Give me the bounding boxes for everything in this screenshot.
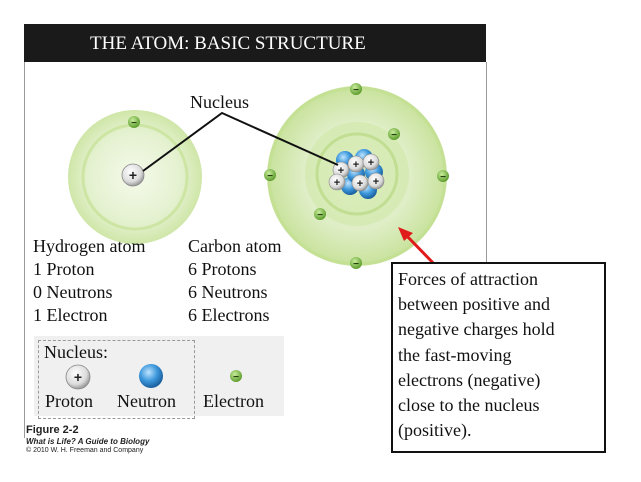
callout-text: Forces of attraction between positive an…: [398, 267, 555, 443]
svg-text:−: −: [353, 85, 359, 96]
figure-copyright: © 2010 W. H. Freeman and Company: [26, 447, 144, 454]
callout-line: between positive and: [398, 294, 550, 315]
carbon-electron: −: [350, 83, 362, 96]
svg-text:−: −: [353, 259, 359, 270]
carbon-inner-orbit: [315, 132, 399, 216]
legend-proton-icon: +: [65, 364, 91, 390]
figure-panel: [24, 62, 487, 438]
callout-line: close to the nucleus: [398, 395, 540, 416]
svg-text:+: +: [338, 165, 344, 177]
svg-text:+: +: [357, 178, 363, 190]
svg-text:+: +: [129, 167, 137, 183]
svg-text:−: −: [391, 130, 397, 141]
callout-line: Forces of attraction: [398, 269, 538, 289]
carbon-neutrons: 6 Neutrons: [188, 282, 268, 302]
carbon-electron: −: [264, 169, 276, 182]
legend-neutron-label: Neutron: [117, 391, 176, 411]
hydrogen-protons: 1 Proton: [33, 259, 95, 279]
hydrogen-atom: + −: [68, 110, 202, 244]
carbon-protons: 6 Protons: [188, 259, 257, 279]
hydrogen-neutrons: 0 Neutrons: [33, 282, 113, 302]
carbon-electron: −: [437, 170, 449, 183]
svg-text:+: +: [353, 159, 359, 171]
legend-proton-label: Proton: [45, 391, 94, 411]
hydrogen-proton: +: [121, 163, 145, 187]
callout-box: Forces of attraction between positive an…: [391, 262, 606, 453]
legend-neutron-icon: [139, 364, 163, 388]
carbon-nucleus: + + + + + +: [328, 149, 385, 199]
svg-text:+: +: [334, 177, 340, 189]
callout-line: (positive).: [398, 420, 472, 441]
svg-text:−: −: [131, 118, 137, 129]
legend-electron-icon: −: [230, 370, 242, 383]
callout-line: negative charges hold: [398, 319, 555, 340]
svg-text:−: −: [233, 372, 239, 383]
carbon-atom: + + + + + + − − − − − −: [264, 83, 449, 270]
svg-text:−: −: [267, 171, 273, 182]
carbon-electrons: 6 Electrons: [188, 305, 270, 325]
svg-text:+: +: [373, 176, 379, 188]
carbon-electron: −: [388, 128, 400, 141]
hydrogen-name: Hydrogen atom: [33, 236, 146, 256]
svg-text:−: −: [440, 172, 446, 183]
carbon-electron: −: [314, 208, 326, 221]
svg-text:+: +: [74, 369, 82, 385]
figure-caption: Figure 2-2 What is Life? A Guide to Biol…: [26, 424, 149, 454]
legend-electron-label: Electron: [203, 391, 264, 411]
legend-nucleus-group: [38, 340, 195, 419]
carbon-info: Carbon atom 6 Protons 6 Neutrons 6 Elect…: [188, 235, 281, 327]
title-bar: THE ATOM: BASIC STRUCTURE: [24, 24, 486, 62]
carbon-electron: −: [350, 257, 362, 270]
nucleus-label: Nucleus: [190, 92, 249, 112]
hydrogen-electrons: 1 Electron: [33, 305, 108, 325]
callout-line: electrons (negative): [398, 369, 541, 390]
svg-text:−: −: [317, 210, 323, 221]
callout-line: the fast-moving: [398, 344, 512, 365]
page-title: THE ATOM: BASIC STRUCTURE: [90, 33, 366, 54]
figure-number: Figure 2-2: [26, 424, 79, 436]
hydrogen-electron: −: [128, 116, 140, 129]
svg-text:+: +: [368, 157, 374, 169]
hydrogen-info: Hydrogen atom 1 Proton 0 Neutrons 1 Elec…: [33, 235, 145, 327]
legend-title: Nucleus:: [44, 342, 108, 362]
carbon-name: Carbon atom: [188, 236, 282, 256]
nucleus-pointer-lines: [142, 111, 339, 172]
figure-subtitle: What is Life? A Guide to Biology: [26, 437, 150, 446]
